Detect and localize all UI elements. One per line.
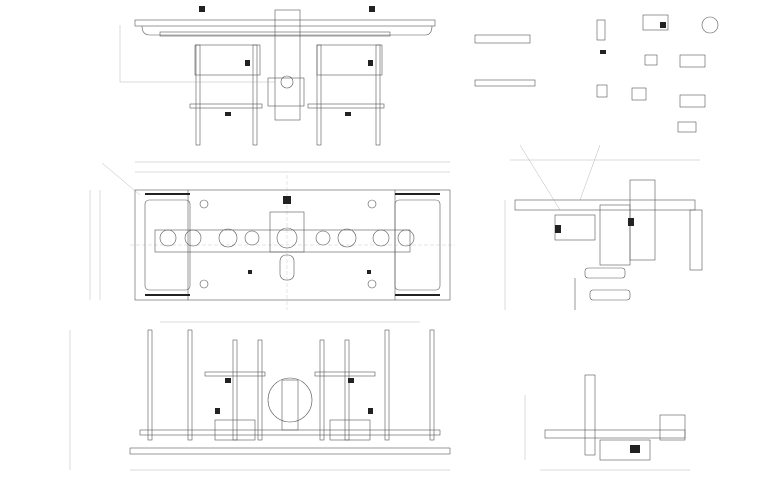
plan-view	[89, 161, 455, 310]
top-elevation-view	[119, 6, 436, 146]
front-elevation-view	[69, 321, 451, 471]
side-view	[504, 144, 703, 310]
detail-parts	[474, 14, 719, 133]
bottom-side-view	[524, 374, 690, 471]
